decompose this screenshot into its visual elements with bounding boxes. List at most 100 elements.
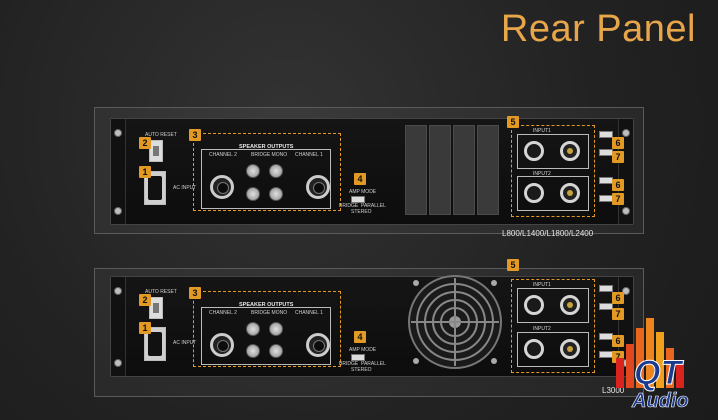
ac-input-label: AC INPUT bbox=[173, 185, 197, 191]
input2-label: INPUT2 bbox=[533, 326, 551, 332]
input1-label: INPUT1 bbox=[533, 128, 551, 134]
auto-reset-label: AUTO RESET bbox=[145, 132, 177, 138]
channel-2-label: CHANNEL 2 bbox=[209, 152, 237, 158]
xlr-input-1[interactable] bbox=[524, 295, 544, 315]
callout-7: 7 bbox=[612, 308, 624, 320]
xlr-input-1[interactable] bbox=[524, 141, 544, 161]
binding-post-icon[interactable] bbox=[269, 164, 283, 178]
rack-screw-icon bbox=[622, 287, 630, 295]
qt-audio-logo: QT Audio bbox=[612, 318, 718, 420]
input-switch[interactable] bbox=[599, 285, 613, 292]
input-switch[interactable] bbox=[599, 303, 613, 310]
binding-post-icon[interactable] bbox=[269, 344, 283, 358]
fan-grille-icon bbox=[408, 275, 502, 369]
callout-2: 2 bbox=[139, 294, 151, 306]
callout-1: 1 bbox=[139, 322, 151, 334]
auto-reset-label: AUTO RESET bbox=[145, 289, 177, 295]
callout-7: 7 bbox=[612, 193, 624, 205]
input-switch[interactable] bbox=[599, 333, 613, 340]
amp-mode-label: AMP MODE bbox=[349, 347, 377, 353]
rack-screw-icon bbox=[114, 207, 122, 215]
parallel-label: PARALLEL bbox=[361, 203, 386, 209]
ac-input-socket bbox=[144, 327, 166, 361]
input1-label: INPUT1 bbox=[533, 282, 551, 288]
binding-post-icon[interactable] bbox=[246, 164, 260, 178]
ac-input-socket bbox=[144, 171, 166, 205]
amp-mode-switch[interactable] bbox=[351, 196, 365, 203]
ventilation-grille bbox=[405, 125, 501, 215]
input-switch[interactable] bbox=[599, 177, 613, 184]
logo-audio-text: Audio bbox=[632, 390, 689, 413]
binding-post-icon[interactable] bbox=[269, 322, 283, 336]
input-switch[interactable] bbox=[599, 351, 613, 358]
callout-6: 6 bbox=[612, 179, 624, 191]
inputs-highlight bbox=[511, 279, 595, 373]
callout-6: 6 bbox=[612, 137, 624, 149]
logo-qt-text: QT bbox=[633, 354, 682, 392]
callout-6: 6 bbox=[612, 335, 624, 347]
channel-1-label: CHANNEL 1 bbox=[295, 152, 323, 158]
combo-input-2[interactable] bbox=[560, 183, 580, 203]
combo-input-1[interactable] bbox=[560, 295, 580, 315]
inputs-highlight bbox=[511, 125, 595, 217]
page-title: Rear Panel bbox=[500, 8, 696, 50]
bridge-label: BRIDGE bbox=[339, 203, 359, 209]
rack-screw-icon bbox=[622, 207, 630, 215]
speakon-channel-2[interactable] bbox=[210, 175, 234, 199]
combo-input-2[interactable] bbox=[560, 339, 580, 359]
binding-post-icon[interactable] bbox=[246, 322, 260, 336]
stereo-label: STEREO bbox=[351, 367, 372, 373]
bridge-label: BRIDGE bbox=[339, 361, 359, 367]
auto-reset-breaker[interactable] bbox=[149, 297, 163, 319]
input2-label: INPUT2 bbox=[533, 171, 551, 177]
input-switch[interactable] bbox=[599, 149, 613, 156]
callout-4: 4 bbox=[354, 173, 366, 185]
amp-mode-label: AMP MODE bbox=[349, 189, 377, 195]
xlr-input-2[interactable] bbox=[524, 339, 544, 359]
callout-5: 5 bbox=[507, 259, 519, 271]
input1-plate bbox=[517, 134, 589, 169]
rack-screw-icon bbox=[114, 287, 122, 295]
rack-screw-icon bbox=[114, 359, 122, 367]
callout-2: 2 bbox=[139, 137, 151, 149]
speakon-channel-2[interactable] bbox=[210, 333, 234, 357]
bottom-amplifier-rear: AUTO RESET AC INPUT SPEAKER OUTPUTS CHAN… bbox=[110, 259, 634, 377]
callout-3: 3 bbox=[189, 287, 201, 299]
callout-7: 7 bbox=[612, 151, 624, 163]
input2-plate bbox=[517, 176, 589, 211]
amp-mode-switch[interactable] bbox=[351, 354, 365, 361]
input-switch[interactable] bbox=[599, 195, 613, 202]
ac-input-label: AC INPUT bbox=[173, 340, 197, 346]
speakon-channel-1[interactable] bbox=[306, 333, 330, 357]
bridge-mono-label: BRIDGE MONO bbox=[251, 310, 288, 316]
combo-input-1[interactable] bbox=[560, 141, 580, 161]
binding-post-icon[interactable] bbox=[269, 187, 283, 201]
callout-4: 4 bbox=[354, 331, 366, 343]
speakon-channel-1[interactable] bbox=[306, 175, 330, 199]
auto-reset-breaker[interactable] bbox=[149, 140, 163, 162]
input1-plate bbox=[517, 288, 589, 323]
rack-screw-icon bbox=[622, 129, 630, 137]
callout-5: 5 bbox=[507, 116, 519, 128]
binding-post-icon[interactable] bbox=[246, 344, 260, 358]
speaker-outputs-label: SPEAKER OUTPUTS bbox=[239, 302, 294, 308]
callout-3: 3 bbox=[189, 129, 201, 141]
input-switch[interactable] bbox=[599, 131, 613, 138]
equalizer-bars-icon bbox=[616, 318, 684, 388]
parallel-label: PARALLEL bbox=[361, 361, 386, 367]
callout-6: 6 bbox=[612, 292, 624, 304]
speaker-outputs-label: SPEAKER OUTPUTS bbox=[239, 144, 294, 150]
xlr-input-2[interactable] bbox=[524, 183, 544, 203]
channel-1-label: CHANNEL 1 bbox=[295, 310, 323, 316]
bridge-mono-label: BRIDGE MONO bbox=[251, 152, 288, 158]
speaker-output-plate bbox=[201, 307, 331, 365]
callout-1: 1 bbox=[139, 166, 151, 178]
input2-plate bbox=[517, 332, 589, 367]
speaker-outputs-highlight bbox=[193, 291, 341, 367]
top-model-label: L800/L1400/L1800/L2400 bbox=[502, 229, 594, 238]
stereo-label: STEREO bbox=[351, 209, 372, 215]
speaker-output-plate bbox=[201, 149, 331, 209]
rack-screw-icon bbox=[114, 129, 122, 137]
binding-post-icon[interactable] bbox=[246, 187, 260, 201]
top-amplifier-rear: AUTO RESET AC INPUT SPEAKER OUTPUTS CHAN… bbox=[110, 116, 634, 225]
